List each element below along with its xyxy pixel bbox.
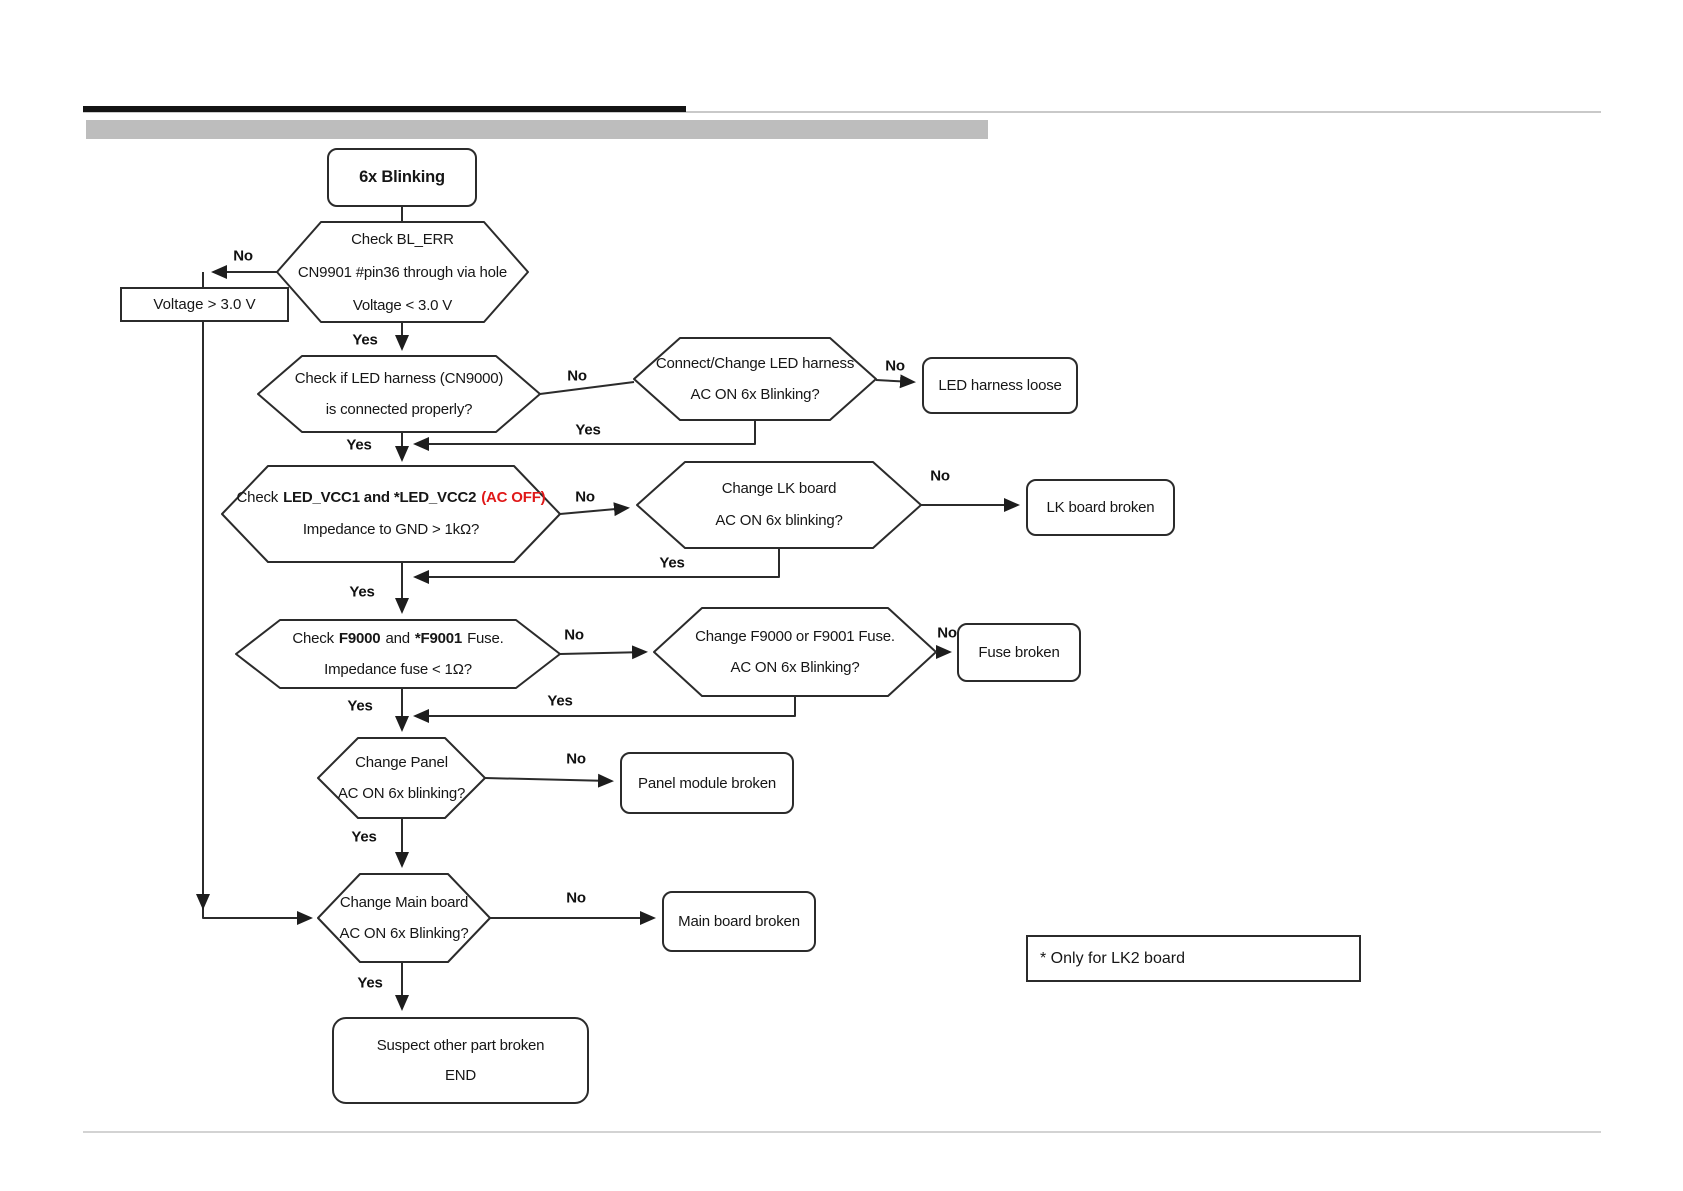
led-harness-line2: is connected properly?: [325, 400, 473, 418]
change-mainboard-line2: AC ON 6x Blinking?: [339, 924, 469, 942]
lk2-footnote-label: * Only for LK2 board: [1040, 949, 1185, 967]
fuse-broken-label: Fuse broken: [978, 644, 1060, 661]
lk-board-broken-label: LK board broken: [1046, 499, 1155, 516]
result-led-harness-loose: LED harness loose: [922, 357, 1078, 414]
edge-label-mainboard-yes: Yes: [357, 974, 383, 992]
voltage-box-label: Voltage > 3.0 V: [153, 296, 256, 313]
decision-led-harness-shape: [257, 355, 541, 433]
change-fuse-line1: Change F9000 or F9001 Fuse.: [695, 627, 895, 645]
connector-panel-no: [484, 773, 614, 788]
edge-label-fusecheck-yes: Yes: [347, 697, 373, 715]
start-node: 6x Blinking: [327, 148, 477, 207]
end-node-line2: END: [444, 1067, 477, 1084]
led-vcc-line2: Impedance to GND > 1kΩ?: [302, 521, 480, 538]
decision-change-lk-text: Change LK board AC ON 6x blinking?: [637, 464, 921, 546]
blerr-line2: CN9901 #pin36 through via hole: [297, 264, 508, 281]
decision-connect-harness-shape: [633, 337, 877, 421]
change-lk-line1: Change LK board: [721, 480, 837, 497]
led-harness-line1: Check if LED harness (CN9000): [294, 369, 504, 387]
connector-left-rail: [202, 272, 313, 925]
result-panel-module-broken: Panel module broken: [620, 752, 794, 814]
connector-ledvcc-no: [559, 502, 630, 517]
blerr-line3: Voltage < 3.0 V: [352, 297, 453, 314]
decision-led-vcc-shape: [221, 465, 561, 563]
edge-label-lk-yes: Yes: [659, 554, 685, 572]
edge-label-changefuse-yes: Yes: [547, 692, 573, 710]
edge-label-fusecheck-no: No: [564, 626, 584, 644]
decision-change-panel-shape: [317, 737, 486, 819]
connect-harness-line1: Connect/Change LED harness: [655, 354, 855, 372]
decision-led-vcc-text: Check LED_VCC1 and *LED_VCC2 (AC OFF) Im…: [222, 468, 560, 560]
fuse-line2: Impedance fuse < 1Ω?: [324, 660, 472, 678]
edge-label-ledvcc-yes: Yes: [349, 583, 375, 601]
edge-label-panel-no: No: [566, 750, 586, 768]
decision-check-blerr-text: Check BL_ERR CN9901 #pin36 through via h…: [277, 226, 528, 320]
decision-change-mainboard-text: Change Main board AC ON 6x Blinking?: [316, 876, 492, 960]
decision-change-mainboard-shape: [317, 873, 491, 963]
edge-label-lk-no: No: [930, 467, 950, 485]
fuse-line1-check: Check: [292, 629, 334, 647]
edge-label-connect-yes: Yes: [575, 421, 601, 439]
decision-led-harness-text: Check if LED harness (CN9000) is connect…: [258, 358, 540, 430]
result-lk-board-broken: LK board broken: [1026, 479, 1175, 536]
decision-check-fuse-text: Check F9000 and *F9001 Fuse. Impedance f…: [236, 622, 560, 686]
change-fuse-line2: AC ON 6x Blinking?: [730, 658, 860, 676]
edge-label-ledvcc-no: No: [575, 488, 595, 506]
led-vcc-line1-check: Check: [236, 489, 279, 506]
panel-module-broken-label: Panel module broken: [638, 774, 776, 792]
change-panel-line2: AC ON 6x blinking?: [337, 784, 466, 802]
blerr-line1: Check BL_ERR: [351, 231, 454, 248]
edge-label-mainboard-no: No: [566, 889, 586, 907]
edge-label-harness-no: No: [567, 367, 587, 385]
decision-change-fuse-shape: [653, 607, 937, 697]
end-node-line1: Suspect other part broken: [376, 1037, 545, 1054]
header-gray-bar: [86, 120, 988, 139]
connector-fusecheck-no: [559, 645, 648, 660]
fuse-line1-f9001: *F9001: [414, 629, 463, 647]
fuse-line1-and: and: [385, 629, 410, 647]
connector-changefuse-yes-return: [413, 696, 796, 723]
footer-hairline: [83, 1131, 1601, 1133]
main-board-broken-label: Main board broken: [678, 913, 800, 930]
edge-label-blerr-no: No: [233, 247, 253, 265]
edge-label-harness-yes: Yes: [346, 436, 372, 454]
voltage-box: Voltage > 3.0 V: [120, 287, 289, 322]
decision-check-blerr-shape: [276, 221, 529, 323]
header-black-rule: [83, 106, 686, 112]
edge-label-connect-no: No: [885, 357, 905, 375]
change-mainboard-line1: Change Main board: [339, 893, 469, 911]
connector-lk-yes-return: [413, 548, 780, 584]
end-node: Suspect other part broken END: [332, 1017, 589, 1104]
decision-change-lk-shape: [636, 461, 922, 549]
lk2-footnote-box: * Only for LK2 board: [1026, 935, 1361, 982]
led-vcc-line1-nets: LED_VCC1 and *LED_VCC2: [283, 489, 477, 506]
change-lk-line2: AC ON 6x blinking?: [715, 512, 843, 529]
connector-harness-no: [539, 381, 635, 395]
led-vcc-line1-acoff: (AC OFF): [481, 489, 546, 506]
edge-label-changefuse-no: No: [937, 624, 957, 642]
decision-check-fuse-shape: [235, 619, 561, 689]
connector-connect-no: [875, 374, 916, 389]
connect-harness-line2: AC ON 6x Blinking?: [690, 385, 820, 403]
led-harness-loose-label: LED harness loose: [938, 377, 1062, 394]
decision-change-fuse-text: Change F9000 or F9001 Fuse. AC ON 6x Bli…: [654, 610, 936, 694]
led-vcc-line1: Check LED_VCC1 and *LED_VCC2 (AC OFF): [237, 488, 546, 508]
fuse-line1-f9000: F9000: [338, 629, 381, 647]
change-panel-line1: Change Panel: [355, 753, 448, 771]
connector-connect-yes-return: [413, 420, 756, 451]
decision-change-panel-text: Change Panel AC ON 6x blinking?: [318, 740, 485, 816]
start-node-label: 6x Blinking: [359, 168, 445, 186]
decision-connect-harness-text: Connect/Change LED harness AC ON 6x Blin…: [634, 340, 876, 418]
fuse-line1-fuse: Fuse.: [467, 629, 504, 647]
edge-label-panel-yes: Yes: [351, 828, 377, 846]
fuse-line1: Check F9000 and *F9001 Fuse.: [292, 629, 503, 649]
result-main-board-broken: Main board broken: [662, 891, 816, 952]
result-fuse-broken: Fuse broken: [957, 623, 1081, 682]
header-hairline: [83, 111, 1601, 113]
edge-label-blerr-yes: Yes: [352, 331, 378, 349]
